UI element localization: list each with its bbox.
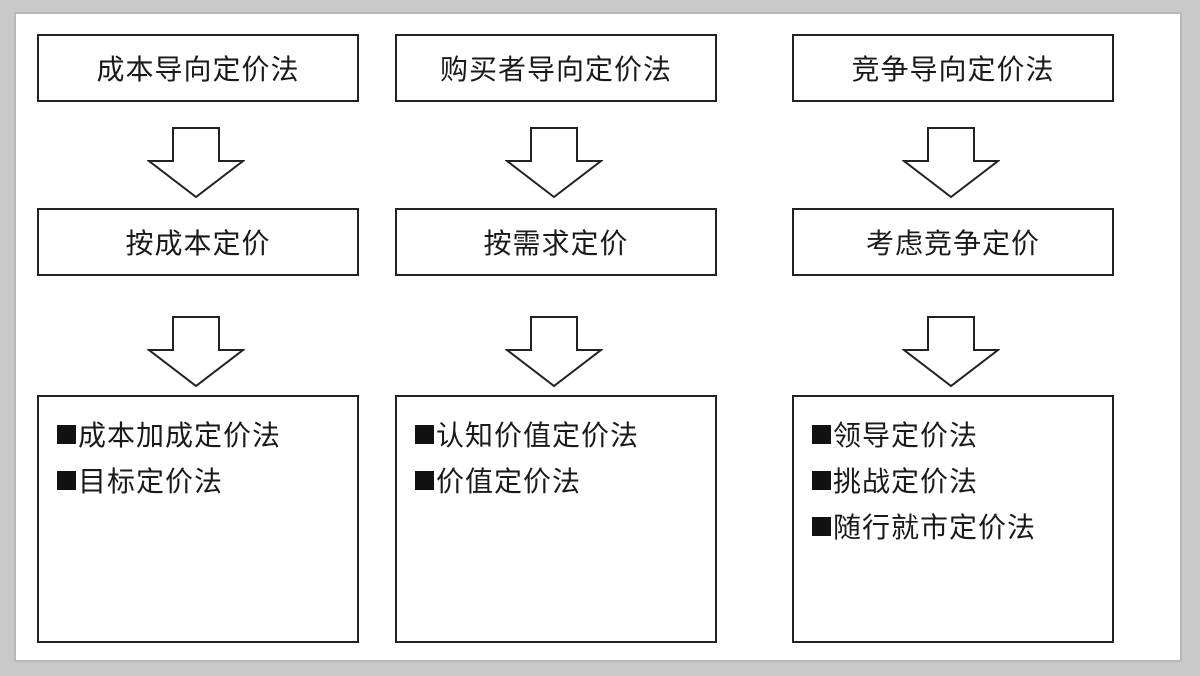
square-bullet-icon [812,424,831,444]
methods-box: 成本加成定价法 目标定价法 [37,395,359,643]
list-item: 目标定价法 [57,457,357,503]
diagram-frame: 成本导向定价法 按成本定价 成本加成定价法 目标定价法 购买者导向定价法 [14,12,1182,662]
header-box: 成本导向定价法 [37,34,359,102]
method-label: 成本加成定价法 [78,419,282,452]
method-label: 价值定价法 [436,465,582,498]
header-box: 购买者导向定价法 [395,34,717,102]
down-arrow-icon [505,127,603,199]
method-label: 挑战定价法 [833,465,979,498]
middle-box: 按成本定价 [37,208,359,276]
square-bullet-icon [415,470,434,490]
square-bullet-icon [57,424,76,444]
list-item: 随行就市定价法 [812,503,1112,549]
down-arrow-icon [147,316,245,388]
middle-label: 按成本定价 [125,227,271,260]
list-item: 领导定价法 [812,411,1112,457]
square-bullet-icon [812,470,831,490]
list-item: 价值定价法 [415,457,715,503]
square-bullet-icon [415,424,434,444]
down-arrow-icon [505,316,603,388]
column-competition-oriented: 竞争导向定价法 考虑竞争定价 领导定价法 挑战定价法 随行就市定价法 [792,14,1114,660]
middle-label: 考虑竞争定价 [865,227,1040,260]
header-label: 购买者导向定价法 [439,53,672,86]
list-item: 认知价值定价法 [415,411,715,457]
down-arrow-icon [902,127,1000,199]
middle-label: 按需求定价 [483,227,629,260]
list-item: 挑战定价法 [812,457,1112,503]
header-box: 竞争导向定价法 [792,34,1114,102]
method-label: 目标定价法 [78,465,224,498]
method-label: 认知价值定价法 [436,419,640,452]
down-arrow-icon [902,316,1000,388]
methods-box: 认知价值定价法 价值定价法 [395,395,717,643]
method-label: 随行就市定价法 [833,511,1037,544]
methods-box: 领导定价法 挑战定价法 随行就市定价法 [792,395,1114,643]
method-label: 领导定价法 [833,419,979,452]
square-bullet-icon [57,470,76,490]
header-label: 竞争导向定价法 [851,53,1055,86]
down-arrow-icon [147,127,245,199]
middle-box: 按需求定价 [395,208,717,276]
middle-box: 考虑竞争定价 [792,208,1114,276]
column-cost-oriented: 成本导向定价法 按成本定价 成本加成定价法 目标定价法 [37,14,359,660]
list-item: 成本加成定价法 [57,411,357,457]
square-bullet-icon [812,516,831,536]
column-buyer-oriented: 购买者导向定价法 按需求定价 认知价值定价法 价值定价法 [395,14,717,660]
header-label: 成本导向定价法 [96,53,300,86]
